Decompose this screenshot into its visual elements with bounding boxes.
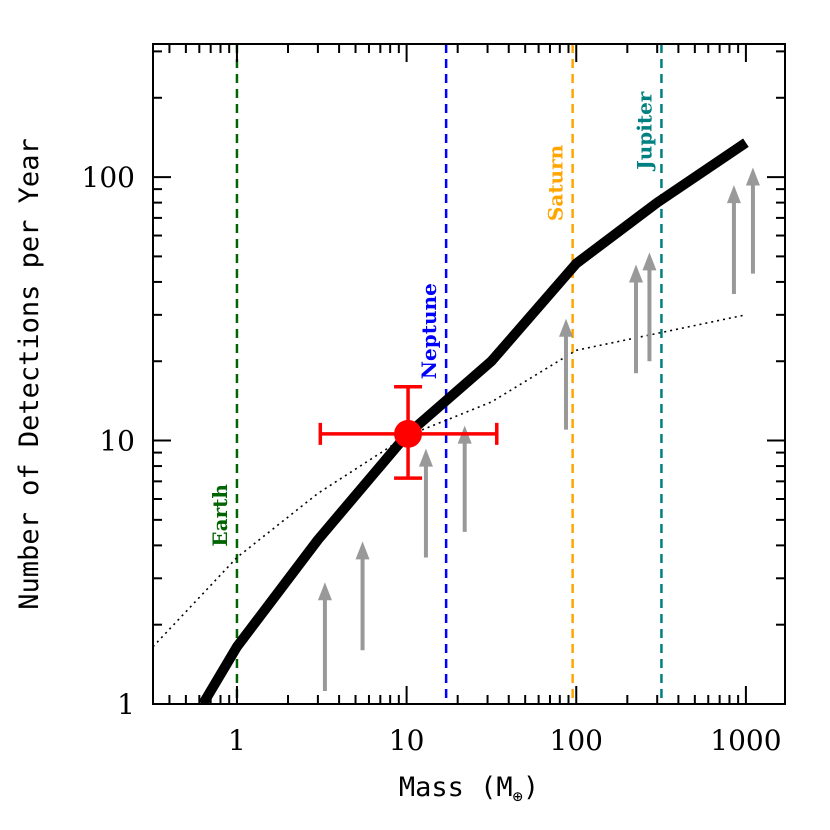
x-axis-title: Mass (M⊕) [399, 772, 539, 807]
lower-limit-arrowhead-7 [642, 252, 657, 271]
x-tick-label: 1000 [710, 724, 781, 757]
data-point [394, 419, 423, 448]
thick-curve [198, 138, 749, 704]
x-tick-label: 1 [228, 724, 246, 757]
x-axis-title-close: ) [523, 772, 539, 803]
y-axis-title: Number of Detections per Year [14, 138, 45, 609]
planet-label-saturn: Saturn [544, 144, 568, 221]
y-tick-label: 10 [99, 425, 135, 458]
x-tick-label: 10 [389, 724, 425, 757]
lower-limit-arrowhead-8 [726, 185, 741, 204]
tick-labels: 1 10 100 1000 1 10 100 [82, 161, 782, 757]
axis-ticks [153, 44, 785, 705]
plot-layer: Earth Neptune Saturn Jupiter [153, 44, 760, 704]
x-tick-label: 100 [550, 724, 603, 757]
y-tick-label: 100 [82, 161, 135, 194]
lower-limit-arrowhead-2 [355, 541, 370, 560]
lower-limit-arrowhead-6 [629, 264, 644, 283]
lower-limit-arrowhead-3 [418, 448, 433, 467]
plot-frame [152, 43, 786, 705]
planet-label-jupiter: Jupiter [632, 91, 656, 172]
lower-limit-arrowhead-5 [558, 318, 573, 337]
lower-limit-arrowhead-9 [745, 167, 760, 186]
lower-limit-arrowhead-1 [317, 582, 332, 601]
y-tick-label: 1 [117, 688, 135, 721]
x-axis-title-subscript: ⊕ [513, 787, 523, 807]
planet-label-earth: Earth [208, 484, 232, 547]
planet-label-neptune: Neptune [417, 283, 441, 379]
dotted-curve [153, 314, 747, 648]
